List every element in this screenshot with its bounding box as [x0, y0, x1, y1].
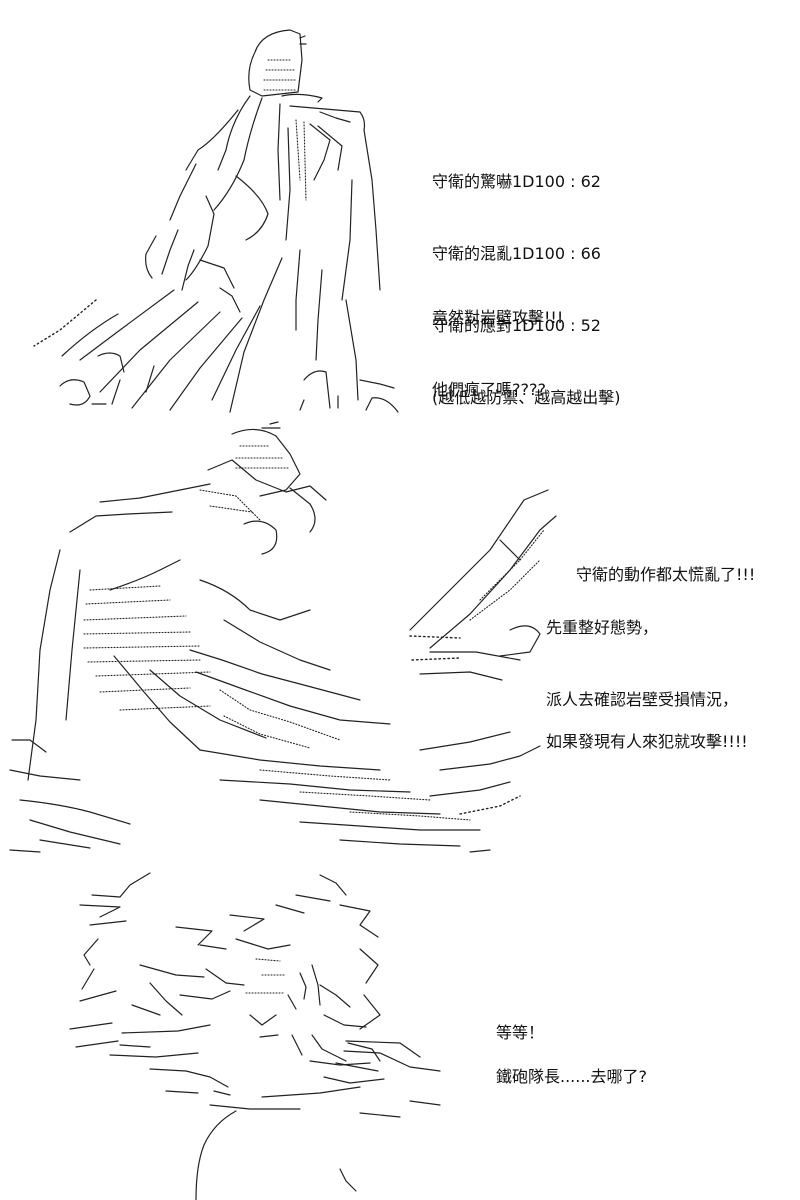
panel-guard-figure: 守衛的驚嚇1D100 : 62 守衛的混亂1D100 : 66 守衛的應對1D1…: [0, 0, 800, 420]
commander-line-panic: 守衛的動作都太慌亂了!!!: [576, 515, 755, 635]
wait-text: 等等！: [496, 973, 544, 1093]
guard-exclaim-text: 竟然對岩壁攻擊!!! 他們瘋了嗎????: [432, 258, 563, 450]
stat-line-response: 守衛的應對1D100 : 52: [432, 316, 601, 335]
orders-line-1: 先重整好態勢，: [546, 618, 659, 637]
commander-attack-text: 如果發現有人來犯就攻擊!!!!: [546, 682, 748, 802]
exclaim-line-1: 竟然對岩壁攻擊!!!: [432, 308, 564, 327]
stat-line-confusion: 守衛的混亂1D100 : 66: [432, 244, 601, 263]
commander-figure-ascii-art: [9, 421, 557, 853]
panel-commander-figure: 守衛的動作都太慌亂了!!! 先重整好態勢， 派人去確認岩壁受損情況， 如果發現有…: [0, 420, 800, 865]
exclaim-line-2: 他們瘋了嗎????: [432, 380, 546, 399]
commander-orders-text: 先重整好態勢， 派人去確認岩壁受損情況，: [546, 568, 738, 760]
stat-line-fright: 守衛的驚嚇1D100 : 62: [432, 172, 601, 191]
attack-line: 如果發現有人來犯就攻擊!!!!: [546, 732, 748, 751]
guard-figure-ascii-art: [33, 29, 399, 413]
orders-line-2: 派人去確認岩壁受損情況，: [546, 690, 739, 709]
panel-searching-figure: 等等！ 鐵砲隊長......去哪了?: [0, 865, 800, 1200]
stat-line-note: (越低越防禦、越高越出擊): [432, 388, 621, 407]
panic-line: 守衛的動作都太慌亂了!!!: [576, 565, 756, 584]
captain-missing-text: 鐵砲隊長......去哪了?: [496, 1017, 647, 1137]
dice-stats-text: 守衛的驚嚇1D100 : 62 守衛的混亂1D100 : 66 守衛的應對1D1…: [432, 122, 621, 458]
captain-missing-line: 鐵砲隊長......去哪了?: [496, 1067, 648, 1086]
searching-figure-ascii-art: [69, 872, 441, 1200]
wait-line: 等等！: [496, 1023, 545, 1042]
